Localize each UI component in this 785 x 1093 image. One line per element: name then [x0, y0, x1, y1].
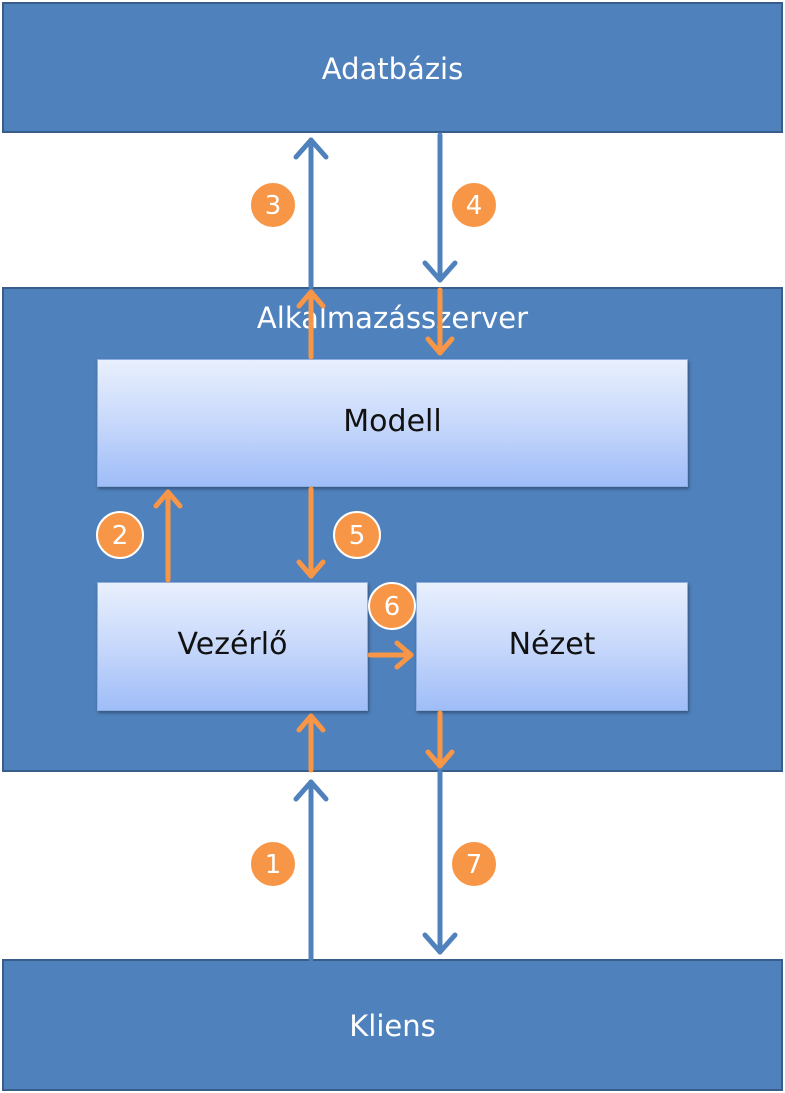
badge-2-label: 2	[112, 521, 129, 551]
badge-1-circle	[249, 840, 297, 888]
orange-arrows	[153, 287, 455, 773]
model-label: Modell	[343, 404, 442, 439]
badge-1-label: 1	[265, 850, 282, 880]
step-badge-7: 7	[450, 840, 498, 888]
badge-2-circle	[96, 511, 144, 559]
badge-4-circle	[450, 181, 498, 229]
step-badge-1: 1	[249, 840, 297, 888]
badge-4-label: 4	[466, 191, 483, 221]
controller-box: Vezérlő	[97, 582, 368, 711]
badge-7-circle	[450, 840, 498, 888]
controller-label: Vezérlő	[177, 627, 288, 662]
database-box: Adatbázis	[2, 2, 783, 133]
badge-6-label: 6	[384, 592, 401, 622]
step-badge-6: 6	[368, 582, 416, 630]
badge-3-label: 3	[265, 191, 282, 221]
blue-arrows	[293, 132, 458, 962]
step-badge-2: 2	[96, 511, 144, 559]
badge-3-circle	[249, 181, 297, 229]
step-badge-4: 4	[450, 181, 498, 229]
badge-5-circle	[333, 511, 381, 559]
view-label: Nézet	[508, 627, 596, 662]
client-box: Kliens	[2, 959, 783, 1091]
badge-5-label: 5	[349, 521, 366, 551]
app-server-label: Alkalmazásszerver	[256, 301, 529, 335]
model-box: Modell	[97, 359, 688, 487]
badge-7-label: 7	[466, 850, 483, 880]
client-label: Kliens	[349, 1009, 436, 1043]
badge-6-circle	[368, 582, 416, 630]
database-label: Adatbázis	[321, 52, 464, 86]
step-badge-5: 5	[333, 511, 381, 559]
view-box: Nézet	[416, 582, 688, 711]
step-badge-3: 3	[249, 181, 297, 229]
